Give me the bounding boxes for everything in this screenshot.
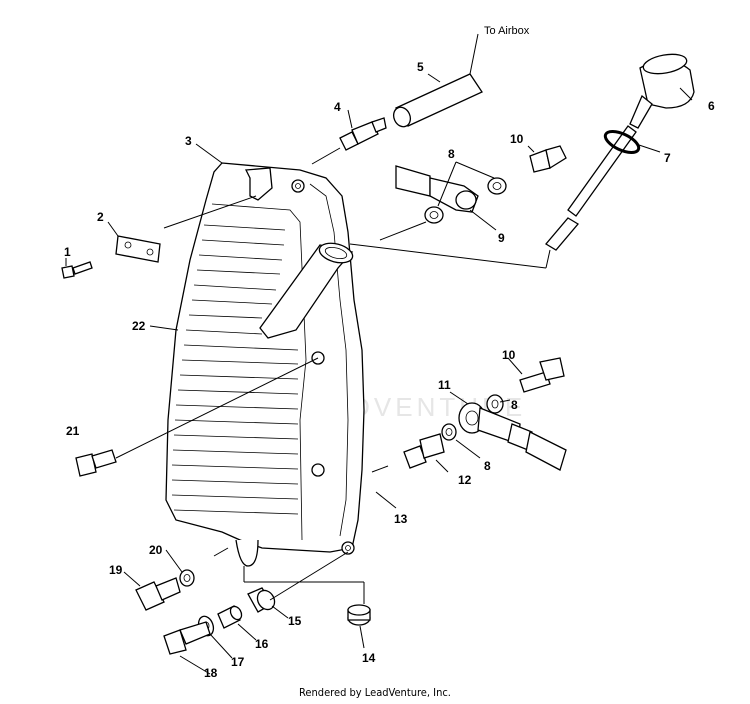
callout-10-upper: 10 bbox=[510, 132, 524, 146]
callout-22: 22 bbox=[132, 319, 146, 333]
washer-part-8-left bbox=[441, 423, 457, 441]
bolt-part-10-lower bbox=[519, 357, 565, 393]
callout-8-left: 8 bbox=[484, 459, 491, 473]
spacer-part-15 bbox=[247, 587, 276, 613]
screw-part-1 bbox=[61, 261, 93, 279]
bracket-part-2 bbox=[115, 235, 161, 263]
callout-9: 9 bbox=[498, 231, 505, 245]
bushing-part-16 bbox=[217, 605, 243, 629]
bolt-part-10-upper bbox=[529, 145, 567, 173]
fitting-part-12 bbox=[403, 433, 445, 469]
callout-5: 5 bbox=[417, 60, 424, 74]
callout-8-right: 8 bbox=[511, 398, 518, 412]
callout-7: 7 bbox=[664, 151, 671, 165]
callout-15: 15 bbox=[288, 614, 302, 628]
banjo-part-11 bbox=[458, 402, 567, 471]
callout-17: 17 bbox=[231, 655, 245, 669]
dipstick-cap-part-6 bbox=[629, 53, 695, 129]
washer-part-8-upper bbox=[424, 177, 507, 224]
credit-text: Rendered by LeadVenture, Inc. bbox=[299, 686, 451, 699]
callout-21: 21 bbox=[66, 424, 80, 438]
bolt-part-21 bbox=[75, 449, 117, 477]
dipstick-rod bbox=[567, 125, 637, 217]
callout-10-lower: 10 bbox=[502, 348, 516, 362]
callout-16: 16 bbox=[255, 637, 269, 651]
grommet-part-14 bbox=[347, 604, 371, 626]
callout-12: 12 bbox=[458, 473, 472, 487]
leader-lines bbox=[65, 33, 693, 675]
callout-11: 11 bbox=[438, 378, 451, 392]
callout-1: 1 bbox=[64, 245, 71, 259]
airbox-note: To Airbox bbox=[484, 25, 530, 37]
callout-8-upper: 8 bbox=[448, 147, 455, 161]
bolt-part-18 bbox=[163, 621, 211, 655]
callout-20: 20 bbox=[149, 543, 163, 557]
callout-2: 2 bbox=[97, 210, 104, 224]
fitting-part-4 bbox=[339, 117, 387, 151]
banjo-part-9 bbox=[395, 165, 479, 213]
callout-14: 14 bbox=[362, 651, 376, 665]
washer-part-20 bbox=[179, 569, 195, 587]
drain-plug-part-19 bbox=[135, 577, 181, 611]
callout-4: 4 bbox=[334, 100, 341, 114]
callout-19: 19 bbox=[109, 563, 123, 577]
o-ring-part-7 bbox=[603, 129, 641, 155]
washer-part-8-right bbox=[486, 394, 504, 414]
callout-13: 13 bbox=[394, 512, 408, 526]
callout-18: 18 bbox=[204, 666, 218, 680]
oil-tank bbox=[165, 162, 365, 567]
dipstick-tip bbox=[545, 217, 579, 251]
callout-3: 3 bbox=[185, 134, 192, 148]
hose-part-5 bbox=[392, 73, 483, 128]
callout-6: 6 bbox=[708, 99, 715, 113]
